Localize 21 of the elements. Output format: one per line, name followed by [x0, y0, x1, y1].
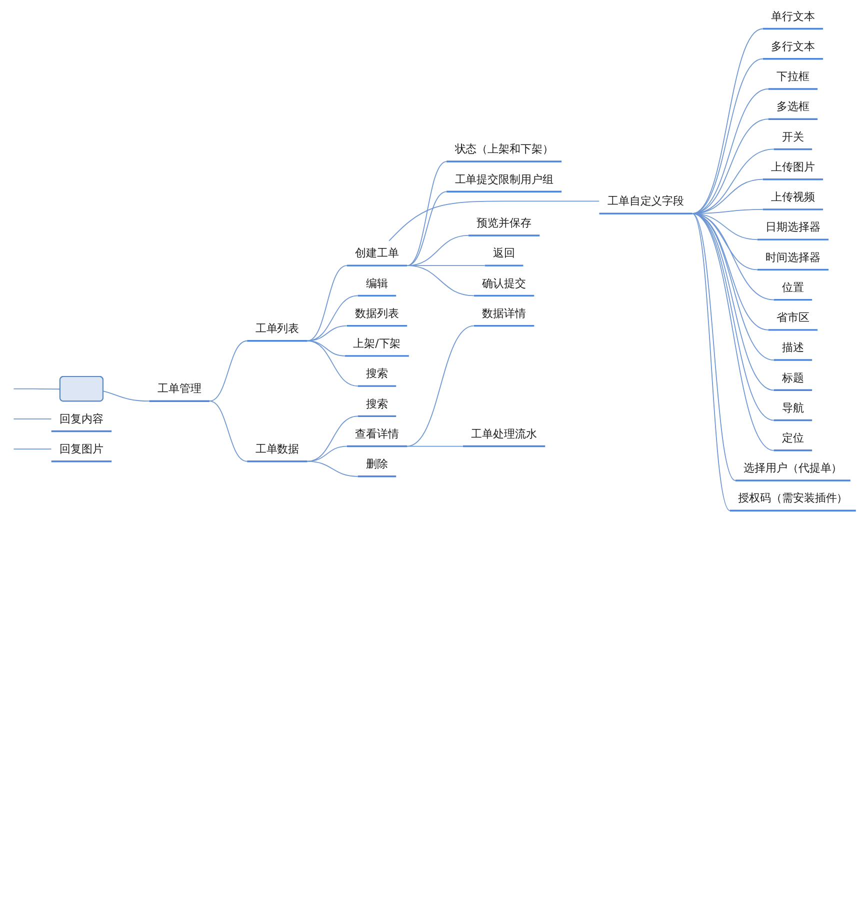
- connector: [13, 448, 52, 450]
- connector: [406, 161, 447, 266]
- connector: [306, 295, 358, 342]
- connector: [406, 325, 474, 447]
- connector: [692, 213, 774, 360]
- connector: [13, 388, 61, 390]
- connector: [406, 265, 486, 266]
- connector: [406, 446, 464, 447]
- connector: [13, 418, 52, 420]
- connector: [209, 400, 248, 462]
- connector: [406, 265, 474, 296]
- connector: [306, 416, 358, 462]
- connector: [692, 213, 730, 512]
- connector: [692, 213, 736, 481]
- connector: [692, 28, 764, 214]
- connector: [306, 460, 358, 477]
- connector: [209, 340, 248, 402]
- connector: [406, 191, 447, 266]
- connector: [692, 213, 769, 330]
- connector: [388, 200, 600, 242]
- connector: [306, 340, 358, 386]
